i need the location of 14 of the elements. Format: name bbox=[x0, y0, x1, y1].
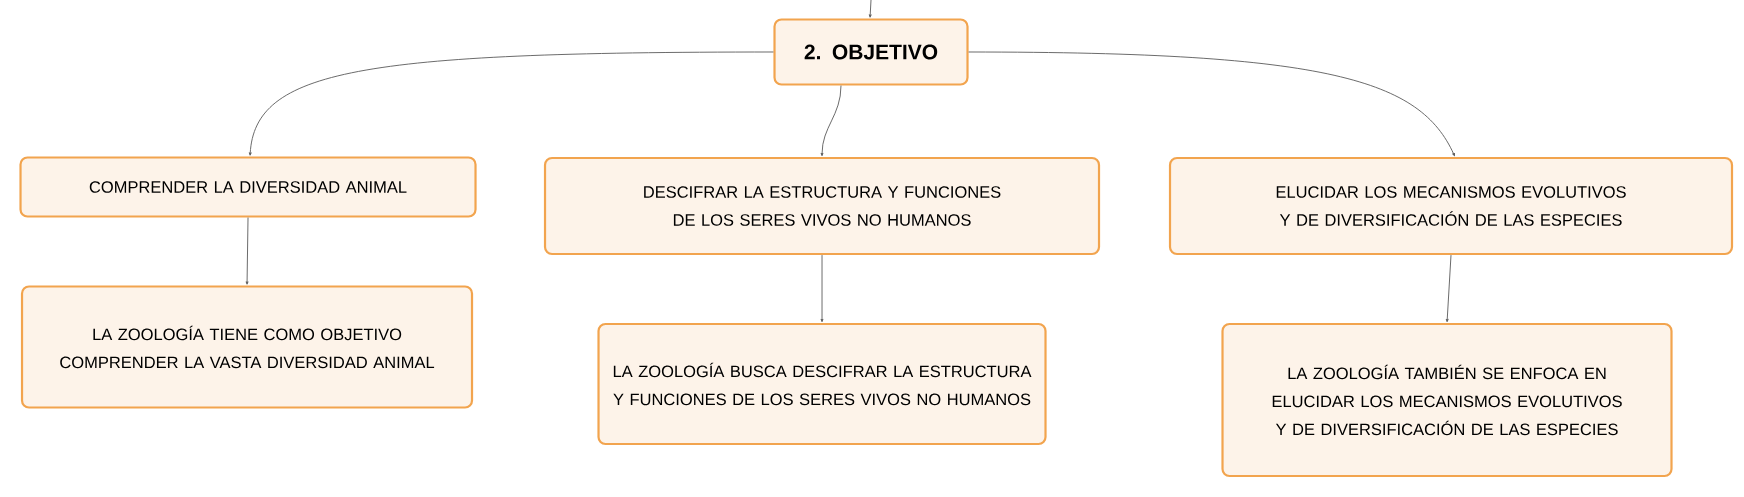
arrow bbox=[245, 217, 249, 285]
topic-box: LA ZOOLOGÍA BUSCA DESCIFRAR LA ESTRUCTURA Y FUNCIONES DE LOS SERES VIVOS NO HUMANOS bbox=[597, 322, 1047, 446]
arrow bbox=[820, 85, 842, 157]
topic-box: COMPRENDER LA DIVERSIDAD ANIMAL bbox=[19, 156, 477, 218]
arrow bbox=[820, 254, 824, 323]
arrow bbox=[968, 51, 1455, 157]
arrow bbox=[1445, 254, 1452, 323]
topic-box: DESCIFRAR LA ESTRUCTURA Y FUNCIONES DE LOS SERES VIVOS NO HUMANOS bbox=[543, 156, 1101, 256]
topic-box: ELUCIDAR LOS MECANISMOS EVOLUTIVOS Y DE DIVERSIFICACIÓN DE LAS ESPECIES bbox=[1168, 156, 1734, 256]
arrow bbox=[248, 51, 774, 156]
topic-box: LA ZOOLOGÍA TIENE COMO OBJETIVO COMPRENDER LA VASTA DIVERSIDAD ANIMAL bbox=[20, 285, 474, 409]
topic-box: LA ZOOLOGÍA TAMBIÉN SE ENFOCA EN ELUCIDAR LOS MECANISMOS EVOLUTIVOS Y DE DIVERSIFICACIÓN DE LAS ESPECIES bbox=[1221, 322, 1673, 478]
arrow bbox=[868, 0, 872, 18]
title-box: 2. OBJETIVO bbox=[773, 18, 969, 86]
